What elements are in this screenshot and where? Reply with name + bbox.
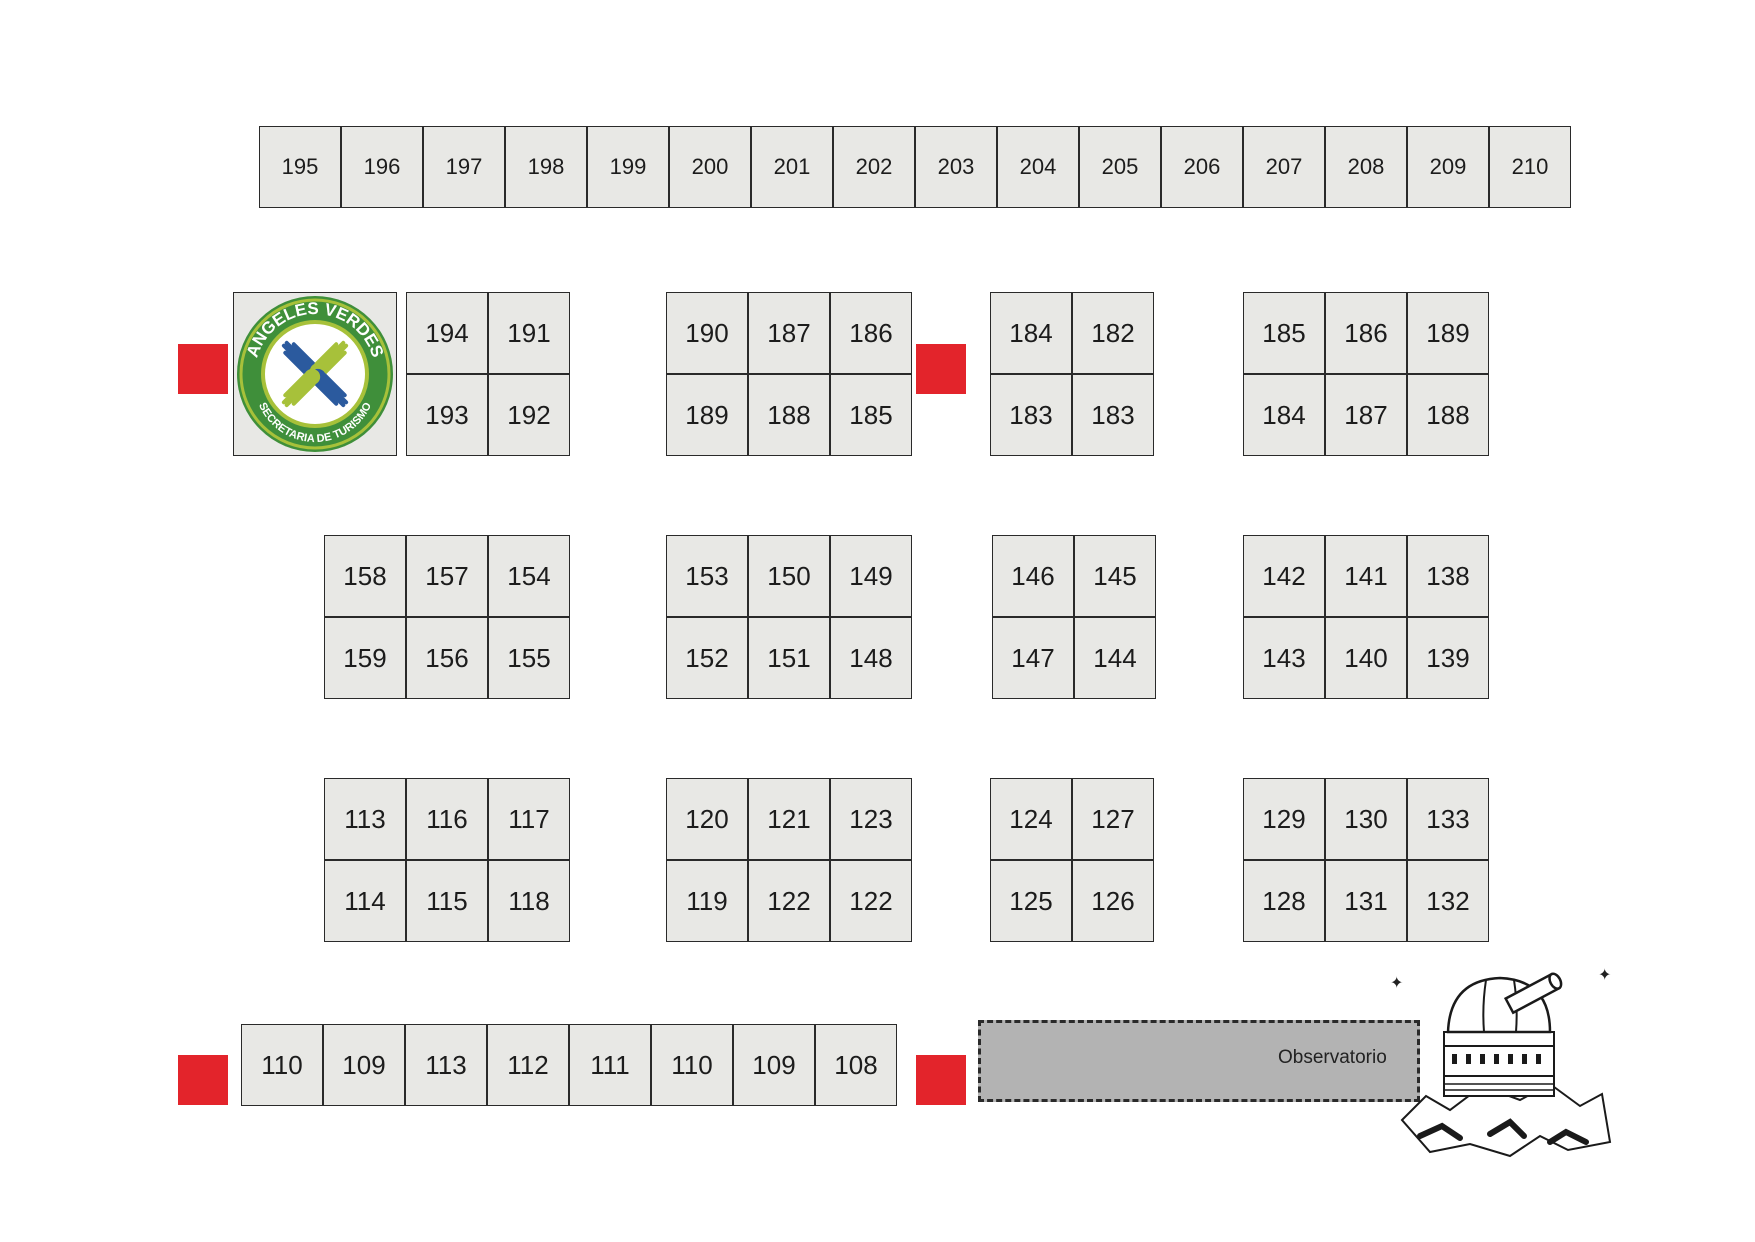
stall[interactable]: 184 <box>1243 374 1325 456</box>
stall[interactable]: 147 <box>992 617 1074 699</box>
stall[interactable]: 185 <box>1243 292 1325 374</box>
stall[interactable]: 155 <box>488 617 570 699</box>
stall[interactable]: 190 <box>666 292 748 374</box>
stall[interactable]: 157 <box>406 535 488 617</box>
stall[interactable]: 182 <box>1072 292 1154 374</box>
stall[interactable]: 187 <box>748 292 830 374</box>
stall[interactable]: 122 <box>830 860 912 942</box>
stall[interactable]: 195 <box>259 126 341 208</box>
observatory-dome-icon: ✦ ✦ ✦ <box>1390 966 1611 1158</box>
stall[interactable]: 183 <box>990 374 1072 456</box>
stall[interactable]: 139 <box>1407 617 1489 699</box>
stall[interactable]: 138 <box>1407 535 1489 617</box>
stall[interactable]: 202 <box>833 126 915 208</box>
stall[interactable]: 124 <box>990 778 1072 860</box>
stall[interactable]: 109 <box>733 1024 815 1106</box>
stall[interactable]: 196 <box>341 126 423 208</box>
stall[interactable]: 110 <box>651 1024 733 1106</box>
stall[interactable]: 149 <box>830 535 912 617</box>
stall[interactable]: 141 <box>1325 535 1407 617</box>
red-marker <box>178 1055 228 1105</box>
stall[interactable]: 186 <box>1325 292 1407 374</box>
stall[interactable]: 125 <box>990 860 1072 942</box>
stall[interactable]: 194 <box>406 292 488 374</box>
stall[interactable]: 204 <box>997 126 1079 208</box>
angeles-verdes-seal-icon: ANGELES VERDES SECRETARIA DE TURISMO <box>237 296 393 452</box>
stall[interactable]: 208 <box>1325 126 1407 208</box>
stall[interactable]: 131 <box>1325 860 1407 942</box>
stall[interactable]: 206 <box>1161 126 1243 208</box>
stall[interactable]: 115 <box>406 860 488 942</box>
stall[interactable]: 188 <box>748 374 830 456</box>
stall[interactable]: 183 <box>1072 374 1154 456</box>
stall[interactable]: 207 <box>1243 126 1325 208</box>
red-marker <box>178 344 228 394</box>
stall[interactable]: 142 <box>1243 535 1325 617</box>
stall[interactable]: 111 <box>569 1024 651 1106</box>
red-marker <box>916 344 966 394</box>
stall[interactable]: 110 <box>241 1024 323 1106</box>
stall[interactable]: 153 <box>666 535 748 617</box>
stall[interactable]: 158 <box>324 535 406 617</box>
stall[interactable]: 113 <box>324 778 406 860</box>
observatory-area[interactable] <box>978 1020 1420 1102</box>
stall[interactable]: 184 <box>990 292 1072 374</box>
stall[interactable]: 189 <box>666 374 748 456</box>
stall[interactable]: 186 <box>830 292 912 374</box>
stall[interactable]: 146 <box>992 535 1074 617</box>
stall[interactable]: 112 <box>487 1024 569 1106</box>
stall[interactable]: 118 <box>488 860 570 942</box>
stall[interactable]: 191 <box>488 292 570 374</box>
stall[interactable]: 152 <box>666 617 748 699</box>
stall[interactable]: 210 <box>1489 126 1571 208</box>
stall[interactable]: 151 <box>748 617 830 699</box>
angeles-verdes-logo: ANGELES VERDES SECRETARIA DE TURISMO <box>233 292 397 456</box>
stall[interactable]: 128 <box>1243 860 1325 942</box>
stall[interactable]: 209 <box>1407 126 1489 208</box>
stall[interactable]: 114 <box>324 860 406 942</box>
stall[interactable]: 193 <box>406 374 488 456</box>
stall[interactable]: 113 <box>405 1024 487 1106</box>
stall[interactable]: 203 <box>915 126 997 208</box>
stall[interactable]: 200 <box>669 126 751 208</box>
stall[interactable]: 127 <box>1072 778 1154 860</box>
stall[interactable]: 148 <box>830 617 912 699</box>
stall[interactable]: 117 <box>488 778 570 860</box>
stall[interactable]: 187 <box>1325 374 1407 456</box>
stall[interactable]: 144 <box>1074 617 1156 699</box>
stall[interactable]: 192 <box>488 374 570 456</box>
stall[interactable]: 121 <box>748 778 830 860</box>
stall[interactable]: 133 <box>1407 778 1489 860</box>
stall[interactable]: 143 <box>1243 617 1325 699</box>
stall[interactable]: 120 <box>666 778 748 860</box>
stall[interactable]: 132 <box>1407 860 1489 942</box>
stall[interactable]: 140 <box>1325 617 1407 699</box>
stall[interactable]: 123 <box>830 778 912 860</box>
stall[interactable]: 126 <box>1072 860 1154 942</box>
stall[interactable]: 122 <box>748 860 830 942</box>
stall[interactable]: 188 <box>1407 374 1489 456</box>
stall[interactable]: 108 <box>815 1024 897 1106</box>
stall[interactable]: 156 <box>406 617 488 699</box>
stall[interactable]: 198 <box>505 126 587 208</box>
stall[interactable]: 185 <box>830 374 912 456</box>
red-marker <box>916 1055 966 1105</box>
stall[interactable]: 119 <box>666 860 748 942</box>
svg-text:✦: ✦ <box>1598 966 1611 984</box>
stall[interactable]: 159 <box>324 617 406 699</box>
stall[interactable]: 150 <box>748 535 830 617</box>
stall[interactable]: 145 <box>1074 535 1156 617</box>
stall[interactable]: 154 <box>488 535 570 617</box>
stall[interactable]: 116 <box>406 778 488 860</box>
stall[interactable]: 205 <box>1079 126 1161 208</box>
stall[interactable]: 129 <box>1243 778 1325 860</box>
stall[interactable]: 109 <box>323 1024 405 1106</box>
svg-text:✦: ✦ <box>1390 973 1403 992</box>
stall[interactable]: 197 <box>423 126 505 208</box>
stall[interactable]: 189 <box>1407 292 1489 374</box>
observatory-label: Observatorio <box>1278 1047 1387 1068</box>
stall[interactable]: 201 <box>751 126 833 208</box>
stall[interactable]: 130 <box>1325 778 1407 860</box>
stall[interactable]: 199 <box>587 126 669 208</box>
